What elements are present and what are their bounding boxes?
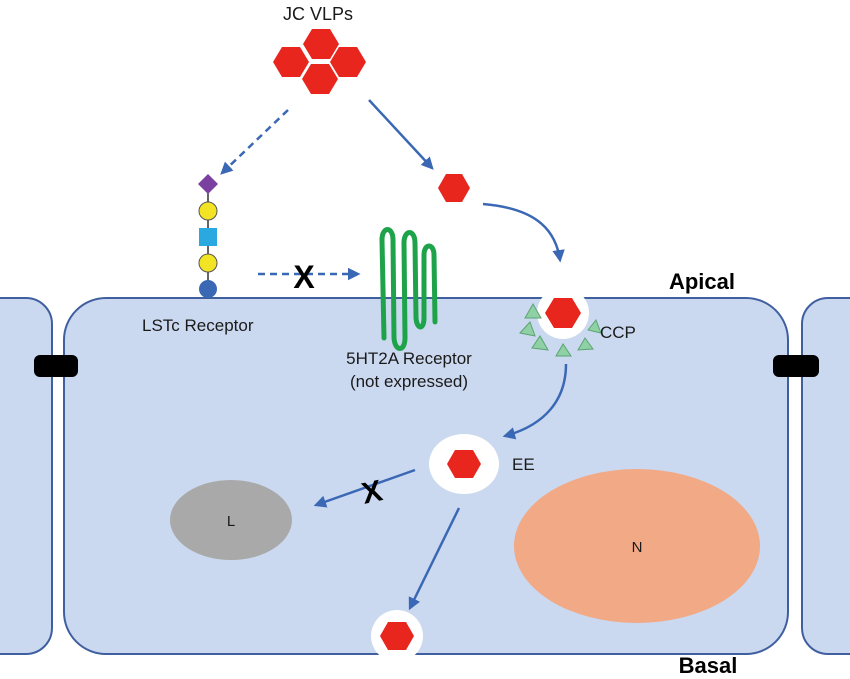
clathrin-triad <box>555 343 572 357</box>
vlps-label: JC VLPs <box>283 4 353 24</box>
free-vlp <box>438 174 470 202</box>
tight-junction-left <box>34 355 78 377</box>
lysosome <box>170 480 292 560</box>
ccp-vlp <box>545 298 581 328</box>
vlp-hexagon <box>273 47 309 77</box>
clathrin-triad <box>577 337 594 351</box>
block-mark: X <box>293 259 315 295</box>
lysosome-label: L <box>227 513 235 530</box>
blocked-arrow-to-lysosome <box>313 468 416 508</box>
clathrin-triad <box>587 319 602 334</box>
glycan-circle <box>198 253 218 273</box>
clathrin-triad <box>524 302 542 319</box>
clathrin-coated-pit <box>519 287 602 357</box>
5ht2a-receptor <box>379 227 438 351</box>
tight-junction-right <box>773 355 819 377</box>
dashed-arrow-to-lstc <box>220 109 289 175</box>
vlp-hexagon <box>330 47 366 77</box>
5ht2a-label-line1: 5HT2A Receptor <box>346 349 472 368</box>
lstc-receptor-glycan <box>198 174 218 298</box>
glycan-circle <box>198 201 218 221</box>
arrow-to-ccp <box>482 202 565 263</box>
glycan-square <box>199 228 217 246</box>
neighbor-cell-right <box>801 297 850 655</box>
nucleus <box>514 469 760 623</box>
clathrin-triad <box>531 335 549 351</box>
clathrin-triad <box>519 321 536 337</box>
vlp-hexagon <box>303 29 339 59</box>
arrow-to-free-vlp <box>368 99 434 170</box>
glycan-base <box>199 280 217 298</box>
arrow-to-early-endosome <box>502 363 568 440</box>
ccp-label: CCP <box>600 323 636 342</box>
glycan-diamond <box>198 174 218 194</box>
vlp-cluster <box>273 29 366 94</box>
endosome-vlp <box>447 450 481 478</box>
nucleus-label: N <box>632 539 643 556</box>
ee-label: EE <box>512 455 535 474</box>
vlp-hexagon <box>302 64 338 94</box>
5ht2a-label-line2: (not expressed) <box>350 372 468 391</box>
apical-label: Apical <box>669 269 735 294</box>
neighbor-cell-left <box>0 297 53 655</box>
basal-label: Basal <box>679 653 738 678</box>
basal-vlp <box>380 622 414 650</box>
lstc-label: LSTc Receptor <box>142 316 254 335</box>
arrow-to-basal-vesicle <box>408 507 461 611</box>
